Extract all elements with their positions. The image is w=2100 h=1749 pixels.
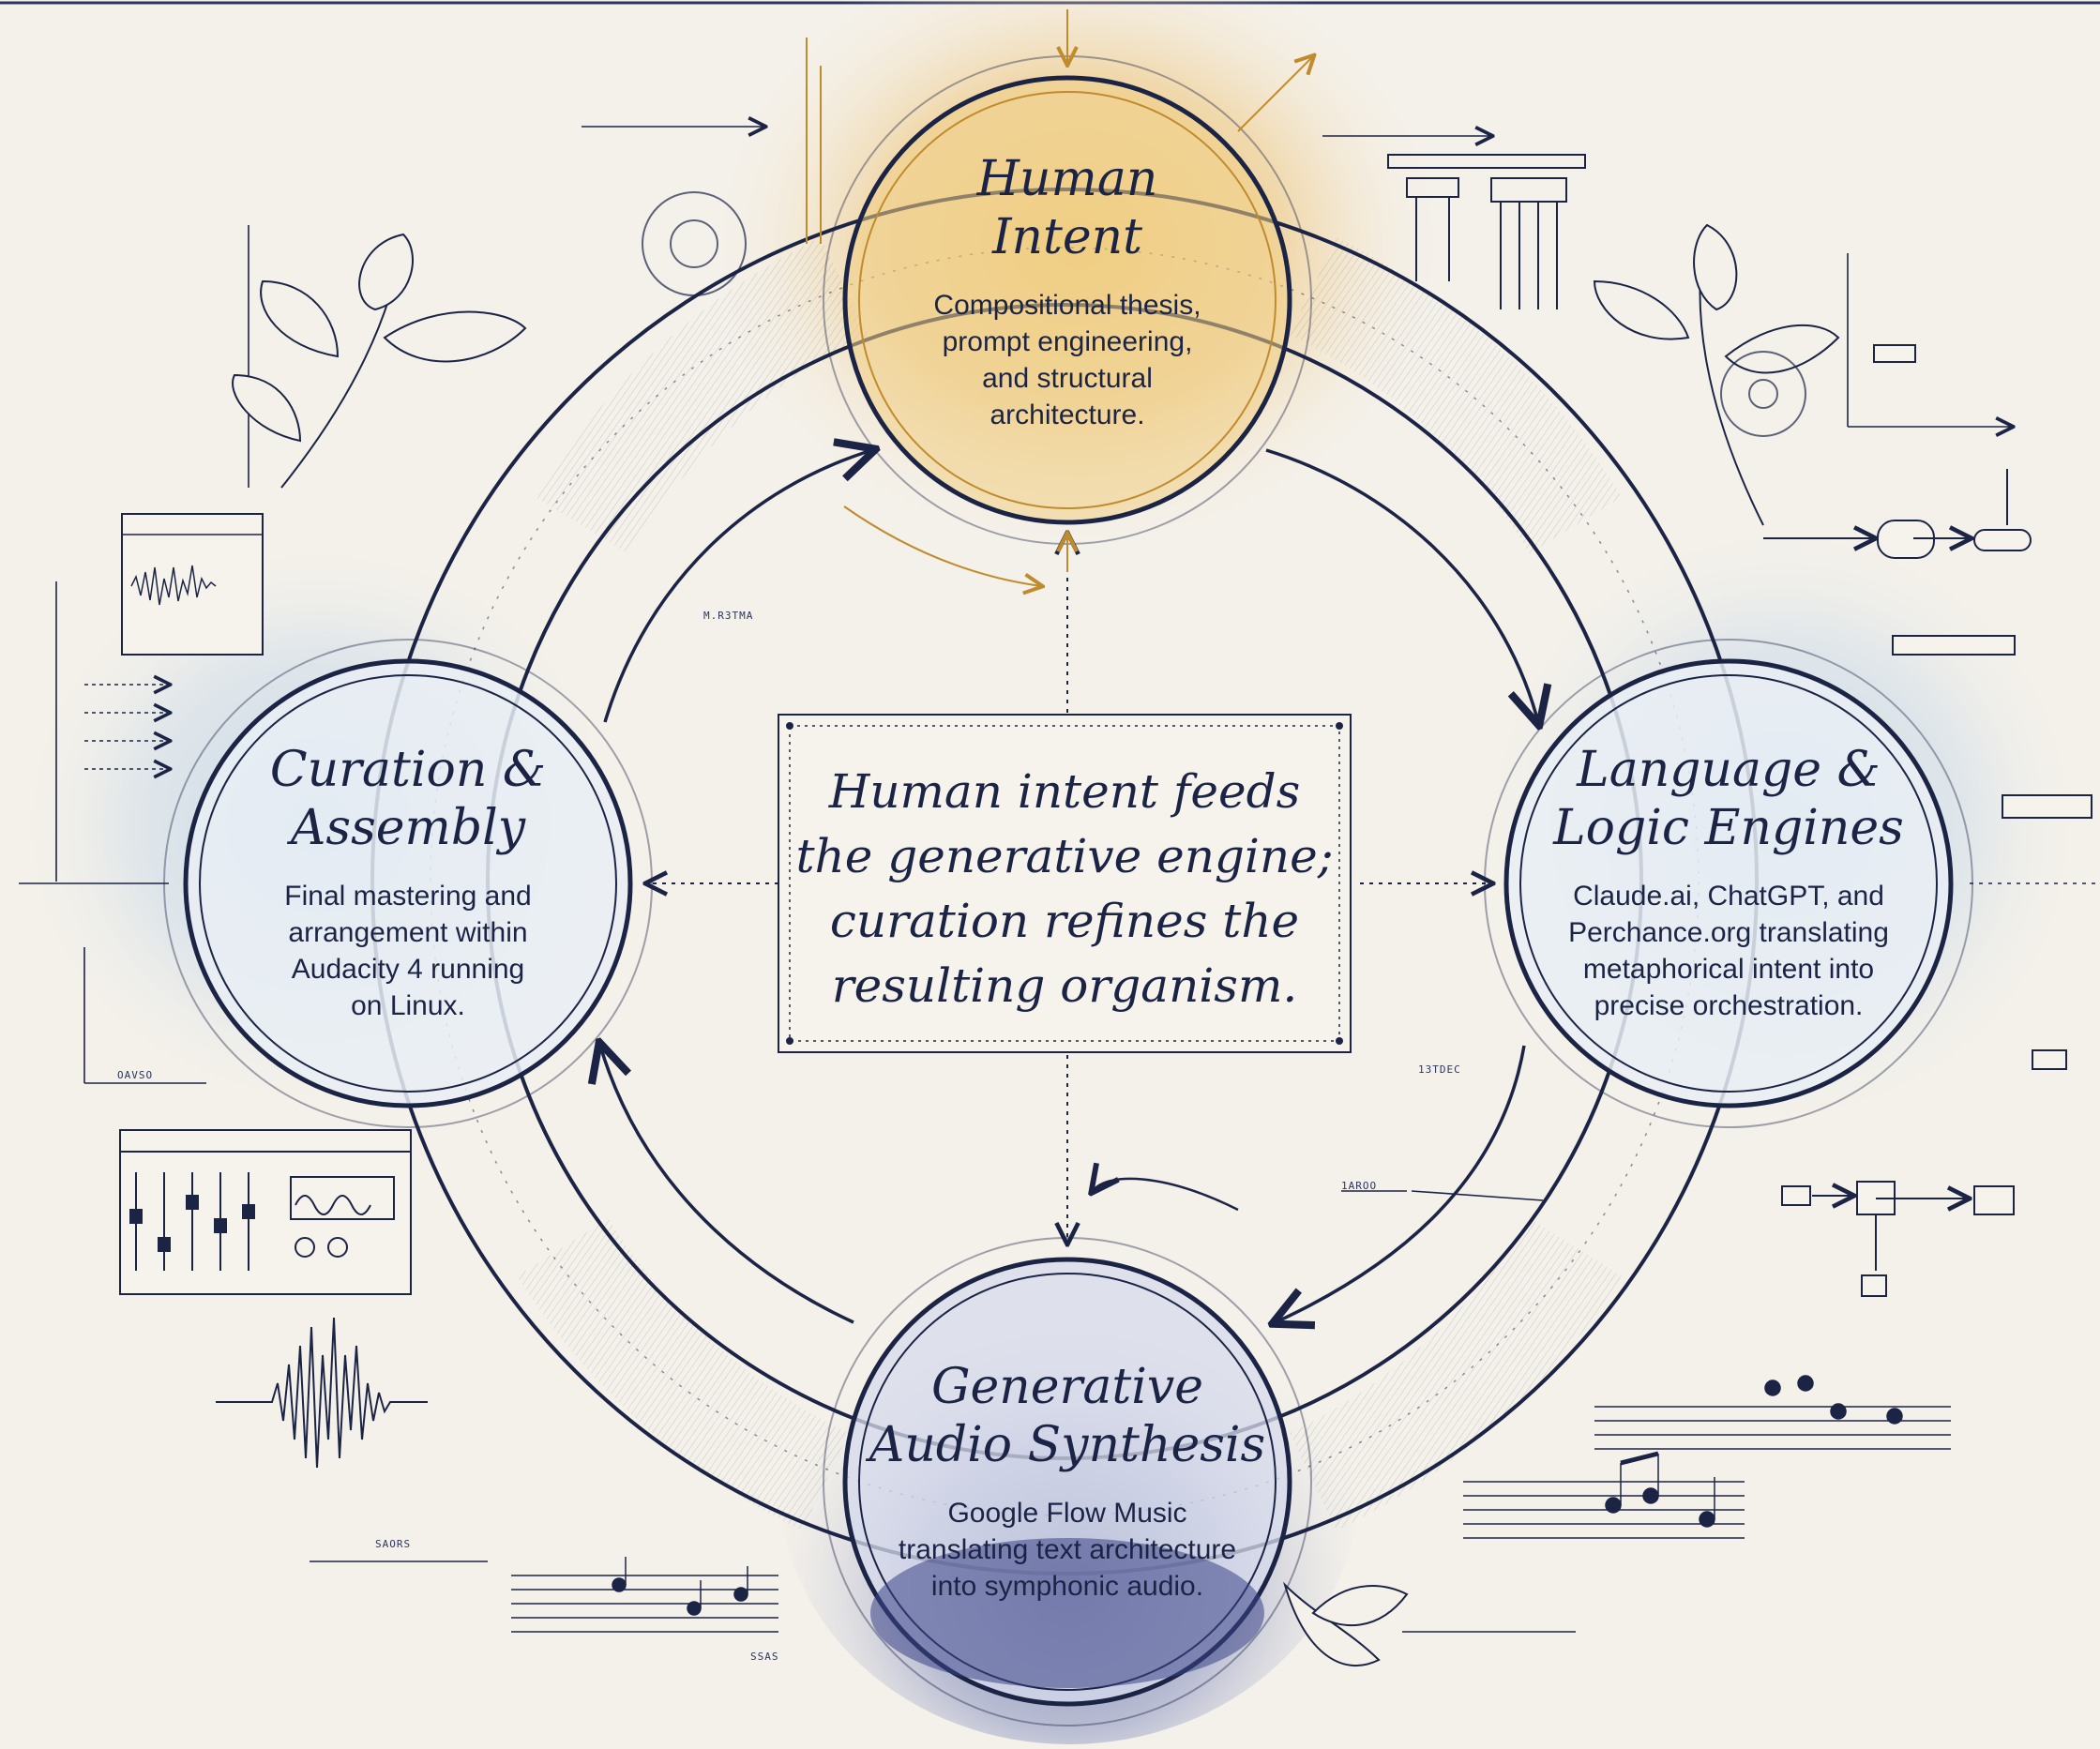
node-desc-line: precise orchestration. — [1594, 990, 1864, 1021]
node-description: Final mastering and arrangement within A… — [211, 878, 605, 1024]
node-desc-line: Final mastering and — [284, 881, 532, 912]
node-circles — [163, 55, 1973, 1726]
flow-arrows — [600, 450, 1538, 1322]
micro-label-4: SAORS — [375, 1538, 411, 1550]
micro-label-5: SSAS — [750, 1651, 779, 1663]
node-description: Google Flow Music translating text archi… — [852, 1495, 1283, 1605]
gear-icon-right — [1720, 351, 1806, 437]
leaf-sprig-right — [1593, 223, 1840, 526]
node-desc-line: metaphorical intent into — [1582, 954, 1875, 985]
node-title-line: Human — [976, 151, 1158, 207]
center-line: resulting organism. — [831, 958, 1298, 1013]
micro-label-2: 13TDEC — [1418, 1063, 1461, 1076]
center-line: Human intent feeds — [828, 764, 1301, 819]
node-desc-line: translating text architecture — [898, 1534, 1237, 1565]
node-description: Claude.ai, ChatGPT, and Perchance.org tr… — [1522, 878, 1935, 1024]
node-title: Generative Audio Synthesis — [852, 1358, 1283, 1474]
center-line: the generative engine; — [795, 829, 1334, 883]
node-desc-line: Google Flow Music — [947, 1498, 1187, 1529]
node-human-intent: Human Intent Compositional thesis, promp… — [880, 150, 1255, 433]
gear-icon — [642, 191, 747, 296]
node-curation-assembly: Curation & Assembly Final mastering and … — [211, 741, 605, 1024]
waveform-panel — [121, 513, 264, 656]
node-desc-line: Claude.ai, ChatGPT, and — [1573, 881, 1884, 912]
left-arrow-list — [84, 685, 169, 769]
node-desc-line: into symphonic audio. — [930, 1571, 1204, 1602]
music-staff-right — [1463, 1375, 1951, 1539]
node-title: Language & Logic Engines — [1522, 741, 1935, 857]
node-desc-line: Audacity 4 running — [291, 954, 525, 985]
node-title-line: Audio Synthesis — [869, 1417, 1266, 1473]
node-description: Compositional thesis, prompt engineering… — [880, 287, 1255, 433]
node-language-logic: Language & Logic Engines Claude.ai, Chat… — [1522, 741, 1935, 1024]
node-title-line: Language & — [1577, 742, 1881, 798]
dimension-lines — [55, 127, 2012, 1633]
node-title-line: Curation & — [269, 742, 547, 798]
center-connectors — [647, 535, 1491, 1243]
node-title-line: Intent — [991, 209, 1143, 265]
center-line: curation refines the — [829, 894, 1300, 948]
micro-label-6: OAVSO — [117, 1069, 153, 1081]
large-waveform — [216, 1317, 428, 1469]
mixer-panel — [119, 1129, 412, 1295]
leaf-sprig-left — [232, 233, 527, 489]
gold-pointers — [806, 9, 1313, 586]
flowchart-right — [1763, 344, 2092, 1297]
center-frame — [778, 714, 1352, 1053]
classical-columns — [1387, 154, 1586, 309]
center-statement: Human intent feeds the generative engine… — [778, 715, 1351, 1052]
node-title-line: Logic Engines — [1553, 800, 1904, 856]
node-desc-line: architecture. — [990, 400, 1145, 430]
node-desc-line: arrangement within — [288, 917, 528, 948]
node-desc-line: on Linux. — [351, 990, 465, 1021]
node-generative-audio: Generative Audio Synthesis Google Flow M… — [852, 1358, 1283, 1605]
node-title-line: Generative — [930, 1359, 1204, 1415]
leaf-sprig-bottom — [1282, 1581, 1409, 1666]
node-desc-line: Compositional thesis, — [933, 290, 1201, 321]
node-title: Curation & Assembly — [211, 741, 605, 857]
node-title-line: Assembly — [290, 800, 526, 856]
music-staff-left — [511, 1557, 778, 1633]
micro-label-1: M.R3TMA — [703, 610, 753, 622]
node-desc-line: prompt engineering, — [942, 326, 1193, 357]
micro-label-3: 1AROO — [1341, 1180, 1377, 1192]
node-title: Human Intent — [880, 150, 1255, 266]
node-desc-line: and structural — [982, 363, 1153, 394]
node-desc-line: Perchance.org translating — [1568, 917, 1889, 948]
